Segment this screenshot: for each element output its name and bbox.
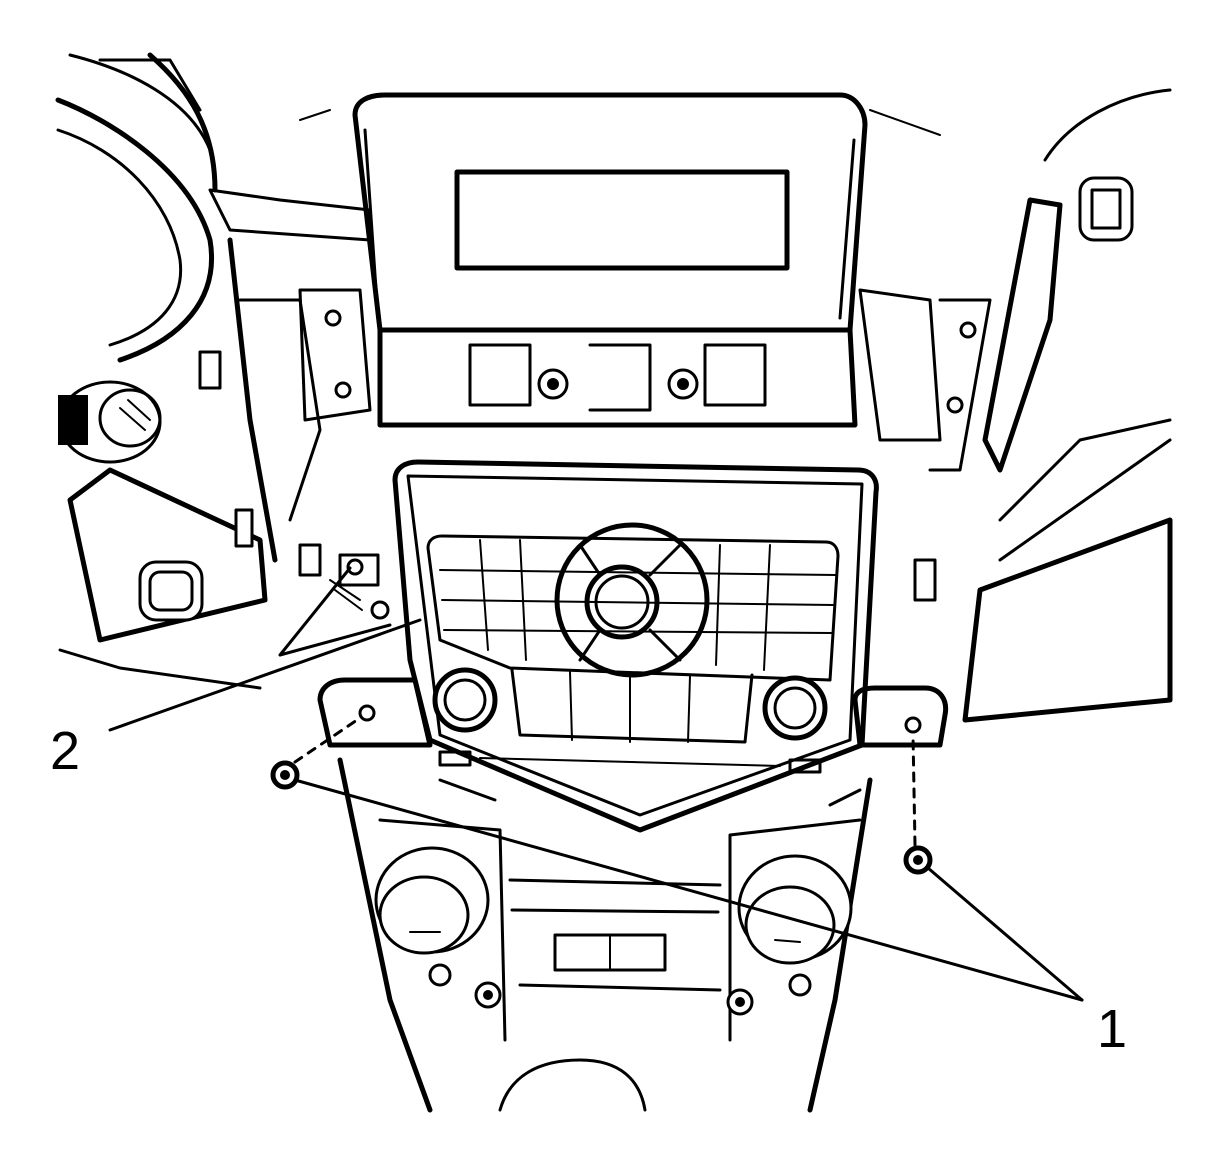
leader-line-1a (293, 778, 1084, 1002)
instrument-cluster-housing (55, 52, 218, 363)
lower-center-console (337, 757, 873, 1113)
callout-number-2: 2 (50, 721, 81, 781)
right-dash-panel (928, 88, 1173, 723)
leader-line-1b (926, 866, 1084, 1002)
headlamp-switch-knob (58, 380, 162, 464)
radio-control-faceplate (392, 459, 879, 833)
leader-line-2-vent (278, 566, 392, 657)
fastener-nuts (270, 716, 933, 875)
mounting-brackets (298, 543, 949, 748)
callout-number-1: 1 (1097, 999, 1128, 1059)
radio-display-unit (299, 92, 941, 333)
leader-line-2 (108, 618, 422, 732)
radio-chassis (298, 288, 977, 442)
callout-leader-lines (108, 566, 1084, 1002)
